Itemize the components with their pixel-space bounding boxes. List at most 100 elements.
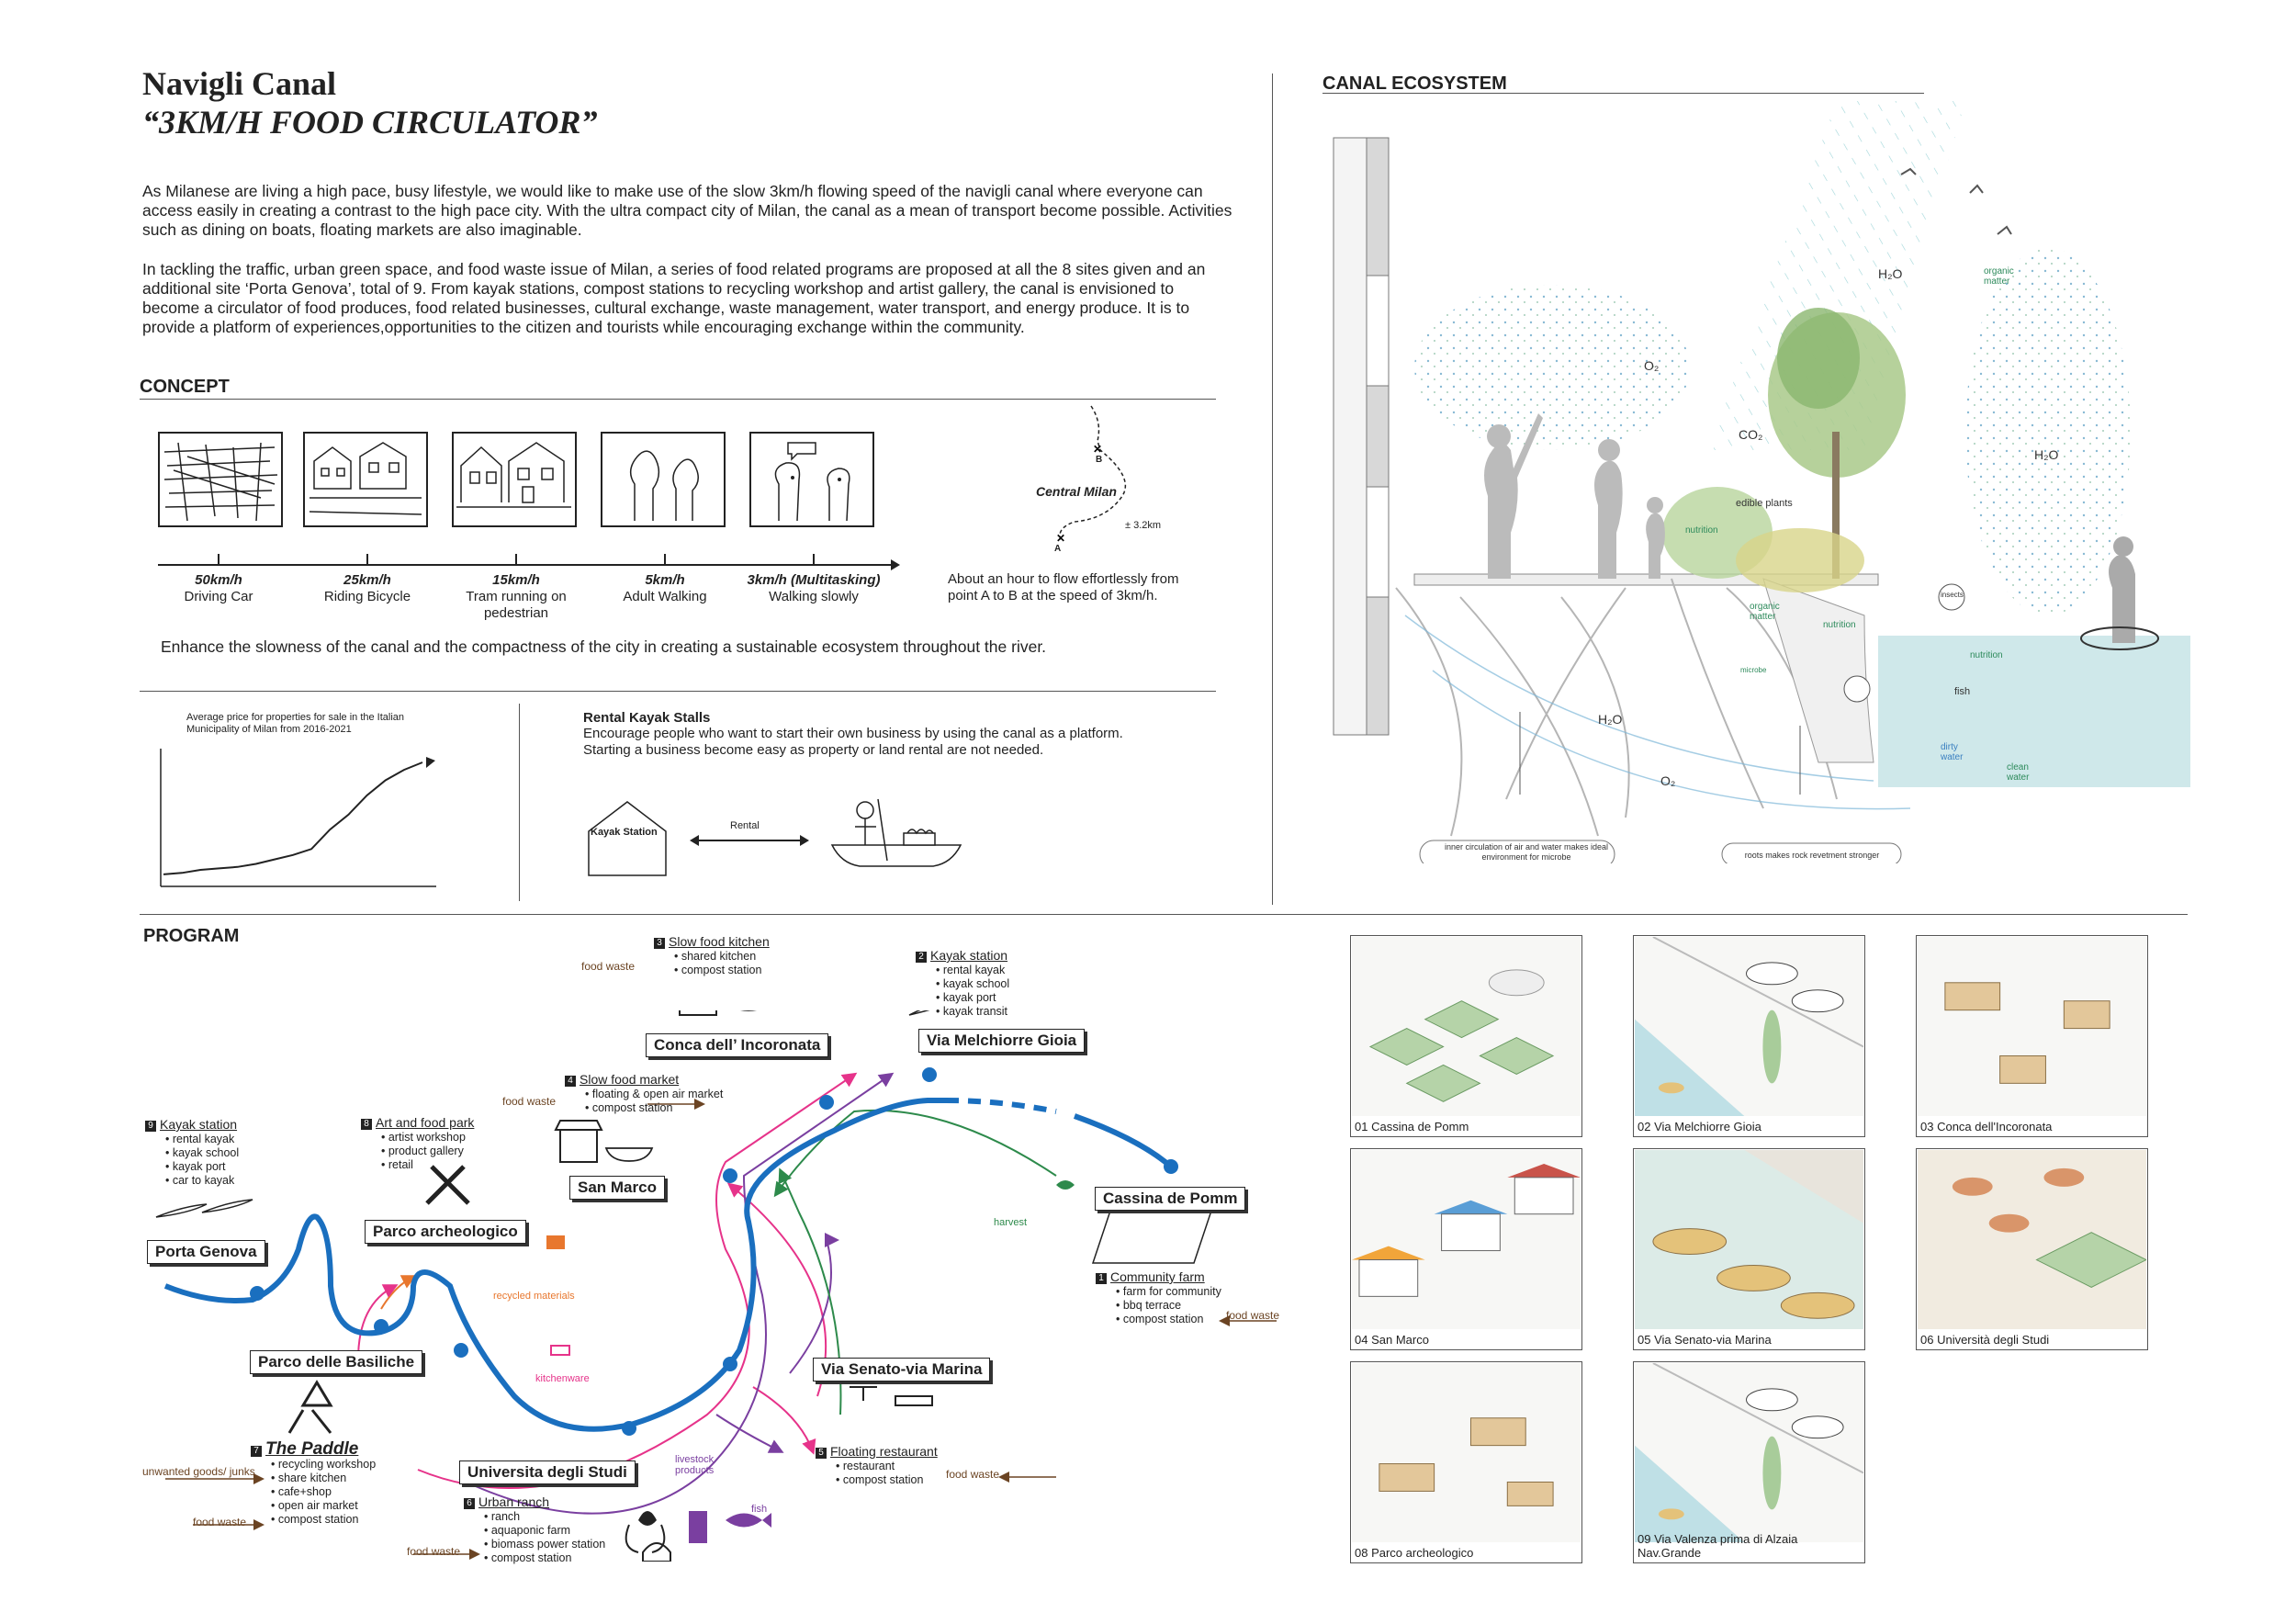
eco-label-nutrition-3: nutrition (1970, 650, 2003, 660)
person-child (1646, 513, 1665, 579)
eco-label-insects: insects (1941, 591, 1964, 599)
chart-trend-arrow (426, 757, 435, 768)
eco-label-microbe: microbe (1740, 666, 1767, 674)
tools-icon (425, 1165, 470, 1205)
site-panel-06[interactable]: 06 Università degli Studi (1916, 1148, 2148, 1350)
site-panel-09[interactable]: 09 Via Valenza prima di Alzaia Nav.Grand… (1633, 1361, 1865, 1563)
station-dot-porta-genova (250, 1286, 264, 1301)
sketch-bicycle (303, 432, 428, 527)
flow-pink-2 (357, 1284, 399, 1360)
concept-divider (519, 704, 520, 901)
flow-purple-2 (789, 1233, 839, 1374)
eco-label-clean-water: clean water (2007, 762, 2030, 783)
recycle-icon (287, 1380, 333, 1434)
flow-label-recycled: recycled materials (493, 1291, 575, 1302)
column-divider (1272, 73, 1273, 905)
flow-label-unwanted: unwanted goods/ junks (142, 1465, 255, 1478)
flow-label-food-waste-3: food waste (581, 960, 636, 973)
speed-tram: 15km/h (492, 572, 540, 588)
cow-icon (642, 1542, 671, 1562)
flow-purple-3 (715, 1414, 784, 1453)
station-dot-archeologico (454, 1343, 468, 1358)
market-stall-icon (554, 1120, 603, 1163)
canal-water (1878, 636, 2190, 787)
speed-bicycle: 25km/h (343, 572, 391, 588)
speed-slow-label: Walking slowly (769, 589, 859, 604)
route-map: ✕ ✕ (1056, 405, 1127, 545)
wheat-icon (638, 1511, 657, 1526)
station-porta-genova: Porta Genova (147, 1240, 265, 1264)
map-point-b: B (1096, 455, 1103, 465)
station-incoronata: Conca dell’ Incoronata (646, 1033, 829, 1057)
sketch-tram (452, 432, 577, 527)
station-senato: Via Senato-via Marina (813, 1358, 991, 1382)
site-caption-08: 08 Parco archeologico (1355, 1546, 1474, 1560)
site-panel-01[interactable]: 01 Cassina de Pomm (1350, 935, 1582, 1137)
speed-tram-label: Tram running on pedestrian (466, 589, 567, 621)
floating-basket (2080, 626, 2159, 650)
speed-car-label: Driving Car (184, 589, 253, 604)
site-caption-06: 06 Università degli Studi (1920, 1333, 2050, 1347)
eco-label-h2o-bottom: H₂O (1598, 712, 1623, 727)
page-title: Navigli Canal (142, 65, 337, 102)
kayak-title: Rental Kayak Stalls (583, 710, 711, 726)
station-dot-cassina (1164, 1159, 1178, 1174)
flow-label-food-waste-5: food waste (946, 1468, 1000, 1481)
restaurant-icon (850, 1386, 933, 1406)
rain-stream (1708, 101, 1965, 450)
flow-label-food-waste-1: food waste (1226, 1309, 1280, 1322)
station-dot-san-marco (723, 1168, 737, 1183)
person-pointing (1484, 413, 1543, 579)
station-dot-senato (723, 1357, 737, 1371)
site-caption-02: 02 Via Melchiorre Gioia (1638, 1120, 1761, 1133)
map-label: Central Milan (1036, 484, 1117, 499)
flow-pink-1 (417, 1072, 858, 1489)
flow-label-food-waste-4: food waste (502, 1095, 557, 1108)
cooking-pot-icon (679, 1010, 717, 1016)
eco-label-edible-plants: edible plants (1736, 498, 1793, 509)
kayak-station-house (588, 801, 667, 876)
station-cassina: Cassina de Pomm (1095, 1187, 1246, 1211)
eco-label-o2: O₂ (1644, 358, 1660, 373)
station-dot-gioia (922, 1067, 937, 1082)
flow-label-food-waste-6: food waste (407, 1545, 461, 1558)
site-panel-05[interactable]: 05 Via Senato-via Marina (1633, 1148, 1865, 1350)
bird-icon (1900, 167, 2012, 235)
canal-path (163, 1098, 946, 1432)
site-panel-04[interactable]: 04 San Marco (1350, 1148, 1582, 1350)
kitchenware-icon (550, 1345, 570, 1356)
station-san-marco: San Marco (569, 1176, 665, 1200)
kayak-station-label: Kayak Station (591, 827, 658, 838)
ecosystem-rule (1322, 93, 1924, 94)
station-dot-universita (622, 1421, 636, 1436)
station-gioia: Via Melchiorre Gioia (918, 1029, 1086, 1053)
speed-slow: 3km/h (Multitasking) (747, 572, 881, 588)
site-caption-03: 03 Conca dell'Incoronata (1920, 1120, 2053, 1133)
speed-axis (158, 554, 900, 570)
kayak-diagram (588, 798, 962, 876)
site-panel-02[interactable]: 02 Via Melchiorre Gioia (1633, 935, 1865, 1137)
station-parco-archeologico: Parco archeologico (365, 1220, 526, 1244)
site-panel-08[interactable]: 08 Parco archeologico (1350, 1361, 1582, 1563)
eco-label-fish: fish (1954, 686, 1971, 697)
sketch-multitasking (749, 432, 874, 527)
ecosystem-section-drawing (1333, 101, 2190, 863)
svg-text:✕: ✕ (1093, 443, 1102, 456)
kayak-icon-west (155, 1199, 253, 1218)
canal-path-east (1073, 1113, 1173, 1169)
speed-adult-label: Adult Walking (623, 589, 707, 604)
intro-paragraph-2: In tackling the traffic, urban green spa… (142, 260, 1206, 336)
site-panel-03[interactable]: 03 Conca dell'Incoronata (1916, 935, 2148, 1137)
concept-rule-2 (140, 691, 1216, 692)
site-caption-01: 01 Cassina de Pomm (1355, 1120, 1469, 1133)
concept-rule (140, 399, 1216, 400)
eco-label-nutrition-2: nutrition (1823, 620, 1856, 630)
program-rule (140, 914, 2188, 915)
page-subtitle: “3KM/H FOOD CIRCULATOR” (142, 104, 598, 141)
